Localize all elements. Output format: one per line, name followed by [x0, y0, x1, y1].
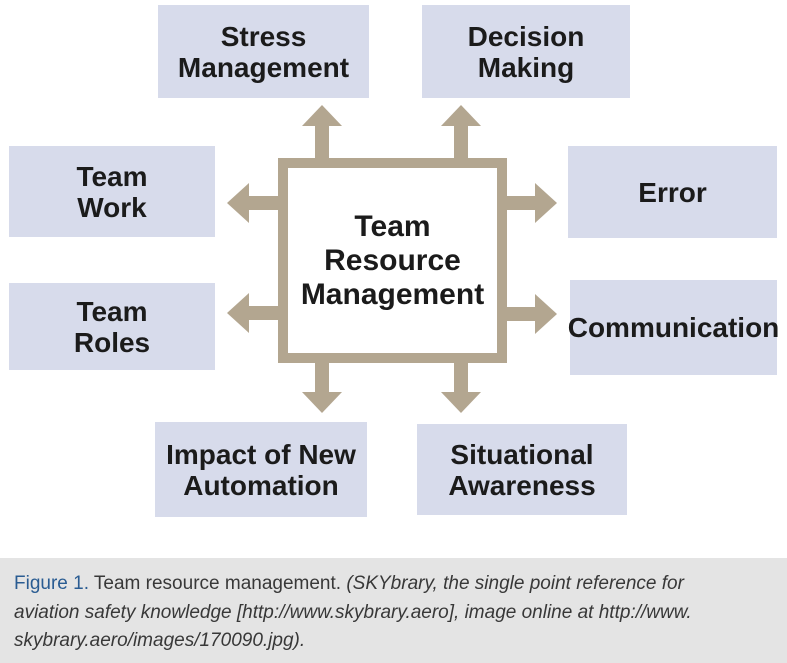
node-team-work: Team Work [9, 146, 215, 237]
node-communication: Communication [568, 280, 779, 375]
caption-line-1: Figure 1. Team resource management. (SKY… [14, 570, 773, 599]
arrow-head [302, 392, 342, 413]
figure-number-label: Figure 1. [14, 573, 89, 594]
arrow-head [302, 105, 342, 126]
arrow-shaft [454, 122, 468, 168]
arrow-head [441, 105, 481, 126]
arrow-shaft [315, 122, 329, 168]
node-situational-awareness: Situational Awareness [417, 424, 627, 515]
arrow-shaft [315, 353, 329, 395]
arrow-head [441, 392, 481, 413]
arrow-head [535, 183, 557, 223]
node-team-resource-management-center: Team Resource Management [278, 158, 507, 363]
arrow-shaft [497, 196, 537, 210]
caption-line-2: aviation safety knowledge [http://www.sk… [14, 601, 692, 623]
node-error: Error [568, 146, 777, 238]
node-team-roles: Team Roles [9, 283, 215, 370]
node-stress-management: Stress Management [158, 5, 369, 98]
caption-title: Team resource management. [88, 573, 347, 594]
figure-caption-panel: Figure 1. Team resource management. (SKY… [0, 558, 787, 663]
arrow-head [227, 183, 249, 223]
arrow-head [535, 294, 557, 334]
node-decision-making: Decision Making [422, 5, 630, 98]
arrow-shaft [497, 307, 537, 321]
caption-source-part-1: (SKYbrary, the single point reference fo… [346, 573, 684, 594]
arrow-head [227, 293, 249, 333]
node-impact-of-new-automation: Impact of New Automation [155, 422, 367, 517]
caption-line-3: skybrary.aero/images/170090.jpg). [14, 630, 306, 651]
arrow-shaft [454, 353, 468, 395]
